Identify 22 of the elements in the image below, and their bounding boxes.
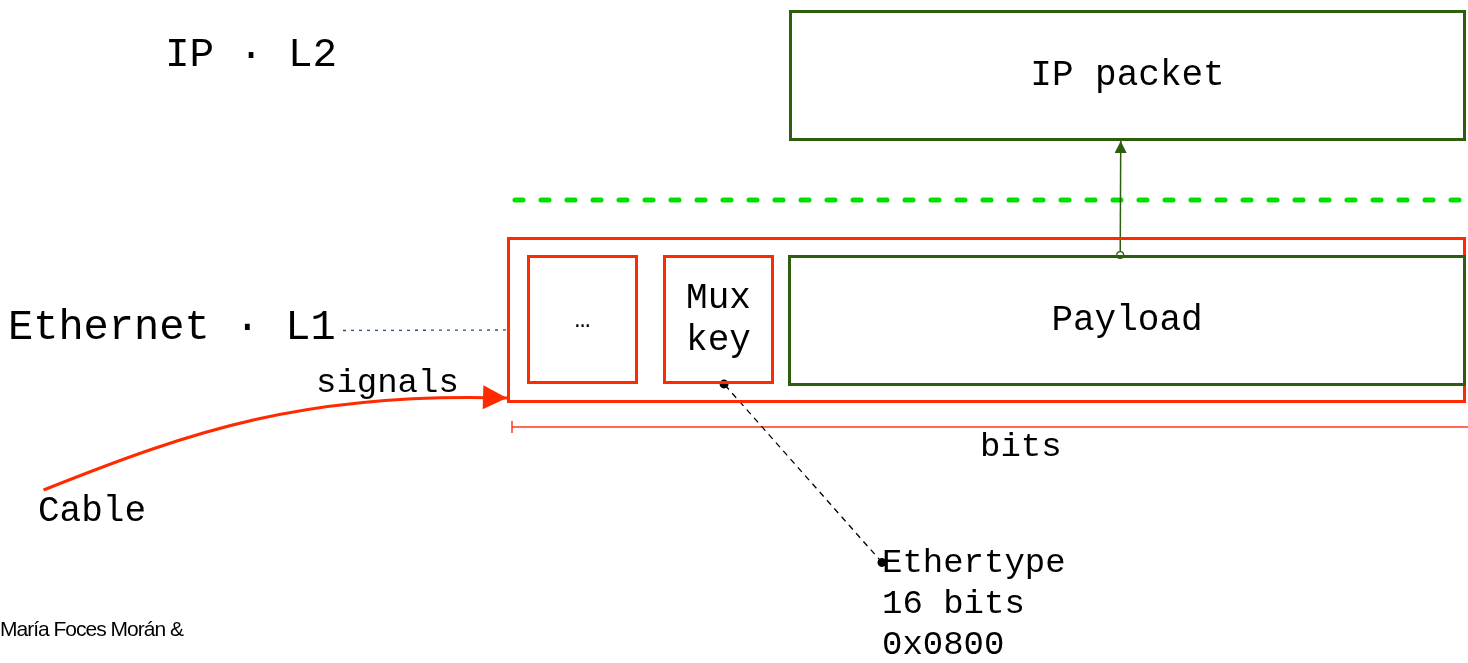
annotation-text: 0x0800	[882, 624, 1005, 663]
dotted-connector	[342, 329, 508, 332]
layer-label: IP · L2	[165, 32, 338, 78]
cable-label: Cable	[38, 490, 147, 532]
field-label: Payload	[1051, 300, 1203, 341]
edge-label: signals	[316, 366, 459, 400]
field-box	[527, 255, 638, 384]
field-box	[663, 255, 774, 384]
packet-box	[789, 10, 1466, 141]
payload-box	[788, 255, 1466, 386]
signal-arrow	[43, 385, 507, 492]
box-label: IP packet	[1030, 55, 1225, 96]
author-credit: María Foces Morán &	[0, 617, 183, 641]
dimension-label: bits	[980, 428, 1062, 466]
annotation-text: Ethertype	[882, 542, 1066, 584]
ellipsis-text: …	[574, 304, 591, 335]
leader-line	[719, 379, 887, 567]
annotation-text: 16 bits	[882, 583, 1025, 625]
frame-box	[507, 237, 1466, 403]
arrow	[1114, 140, 1127, 260]
field-label: Mux key	[685, 277, 752, 362]
layer-label: Ethernet · L1	[8, 304, 336, 352]
